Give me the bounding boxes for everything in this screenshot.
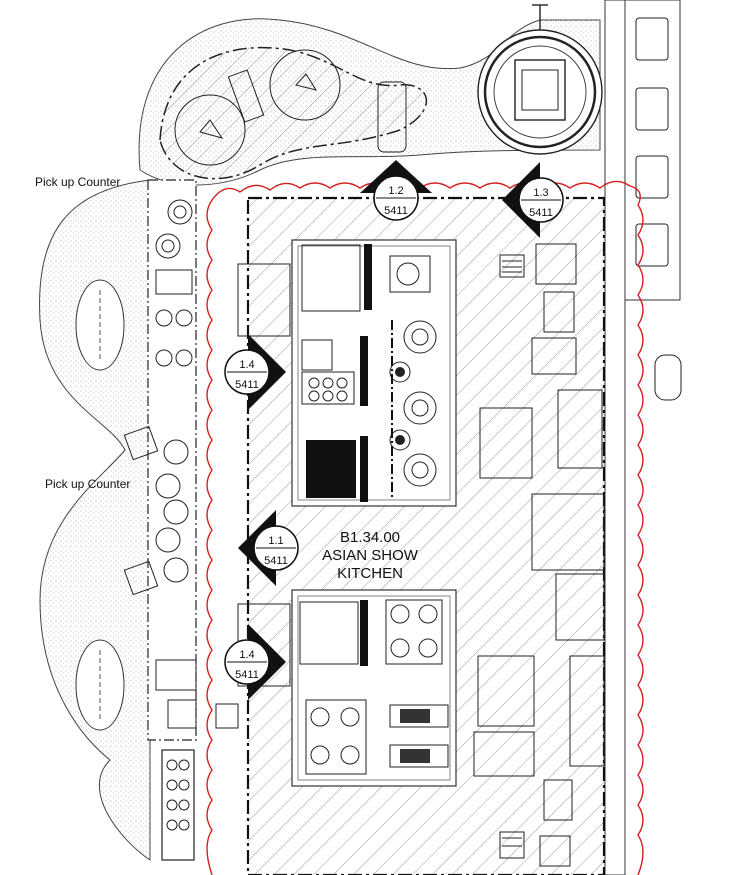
salamander-2 bbox=[389, 744, 449, 768]
room-name-line2: KITCHEN bbox=[337, 565, 403, 582]
marker-sheet: 5411 bbox=[235, 669, 259, 681]
wok-burner-1 bbox=[403, 320, 437, 354]
seating-area bbox=[39, 179, 151, 861]
pickup-counter-label-middle: Pick up Counter bbox=[45, 477, 130, 491]
marker-sheet: 5411 bbox=[529, 207, 553, 219]
sink-3 bbox=[635, 155, 669, 199]
sink-1 bbox=[635, 17, 669, 61]
range-lower bbox=[305, 699, 367, 775]
fryer bbox=[306, 440, 356, 498]
upper-curved-area bbox=[138, 18, 601, 186]
room-name-line1: ASIAN SHOW bbox=[322, 547, 419, 564]
round-station bbox=[477, 4, 603, 155]
section-marker[interactable]: 1.3 5411 bbox=[502, 162, 564, 238]
griddle-top bbox=[301, 244, 361, 312]
dish-unit bbox=[389, 255, 431, 293]
marker-id: 1.4 bbox=[239, 359, 254, 371]
pot-rack bbox=[301, 371, 355, 405]
marker-id: 1.3 bbox=[533, 187, 548, 199]
right-wall bbox=[604, 0, 682, 875]
section-marker[interactable]: 1.4 5411 bbox=[224, 334, 286, 410]
room-label: B1.34.00 ASIAN SHOW KITCHEN bbox=[322, 529, 419, 582]
marker-sheet: 5411 bbox=[384, 205, 408, 217]
marker-sheet: 5411 bbox=[264, 555, 288, 567]
marker-id: 1.4 bbox=[239, 649, 254, 661]
section-marker[interactable]: 1.1 5411 bbox=[238, 510, 299, 586]
upper-island bbox=[291, 239, 457, 507]
salamander-1 bbox=[389, 704, 449, 728]
marker-id: 1.1 bbox=[268, 535, 283, 547]
section-marker[interactable]: 1.2 5411 bbox=[360, 160, 432, 221]
section-marker[interactable]: 1.4 5411 bbox=[224, 624, 286, 700]
kitchen-right-equipment bbox=[473, 243, 605, 867]
room-number: B1.34.00 bbox=[340, 529, 400, 546]
range-4-burner bbox=[385, 599, 443, 665]
pickup-counter-label-top: Pick up Counter bbox=[35, 175, 120, 189]
wok-burner-2 bbox=[403, 391, 437, 425]
sink-4 bbox=[635, 223, 669, 267]
lower-island bbox=[291, 589, 457, 787]
marker-id: 1.2 bbox=[388, 185, 403, 197]
wok-burner-3 bbox=[403, 453, 437, 487]
pickup-counter-strip bbox=[123, 179, 291, 861]
lower-griddle bbox=[299, 601, 359, 665]
marker-sheet: 5411 bbox=[235, 379, 259, 391]
sink-2 bbox=[635, 87, 669, 131]
